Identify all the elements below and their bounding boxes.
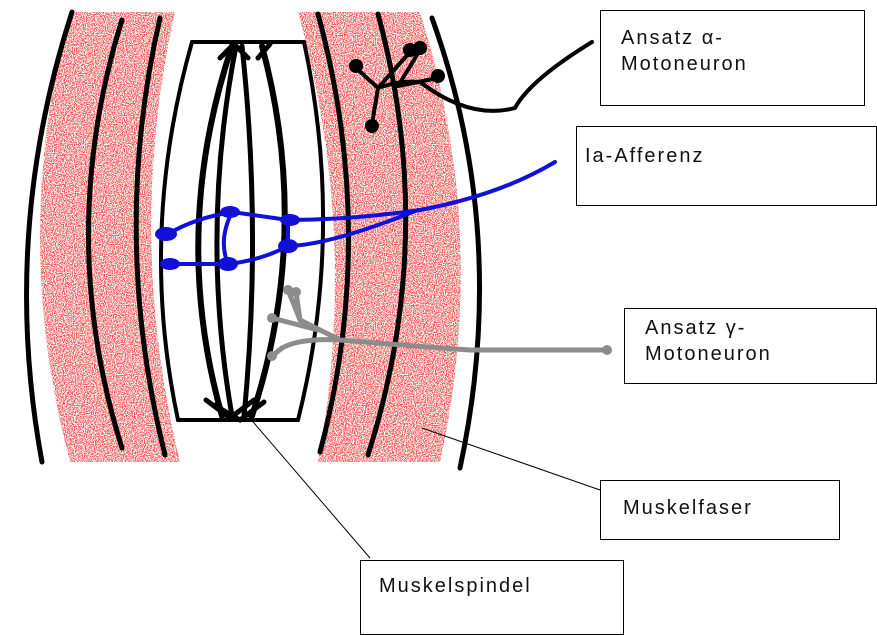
gamma-motoneuron-label-line1: Ansatz γ- [645,315,876,341]
muskelfaser-label: Muskelfaser [600,480,840,540]
alpha-motoneuron-label: Ansatz α- Motoneuron [600,10,865,106]
gamma-motoneuron-branches [272,290,340,356]
muskelspindel-label-text: Muskelspindel [379,573,623,599]
alpha-motoneuron-label-line2: Motoneuron [621,51,864,77]
intrafusal-fiber-3 [242,46,253,416]
muskelspindel-label: Muskelspindel [360,560,624,635]
muscle-spindle [161,42,323,420]
ia-afferenz-label-text: Ia-Afferenz [585,143,876,169]
gamma-motoneuron-label-line2: Motoneuron [645,341,876,367]
ia-afferenz-label: Ia-Afferenz [576,126,877,206]
muskelfaser-leader [422,428,600,490]
intrafusal-fiber-4 [252,46,285,416]
ia-annulospiral-endings [155,206,300,271]
gamma-motoneuron-label: Ansatz γ- Motoneuron [624,308,877,384]
muskelfaser-label-text: Muskelfaser [623,495,839,521]
alpha-motoneuron-label-line1: Ansatz α- [621,25,864,51]
